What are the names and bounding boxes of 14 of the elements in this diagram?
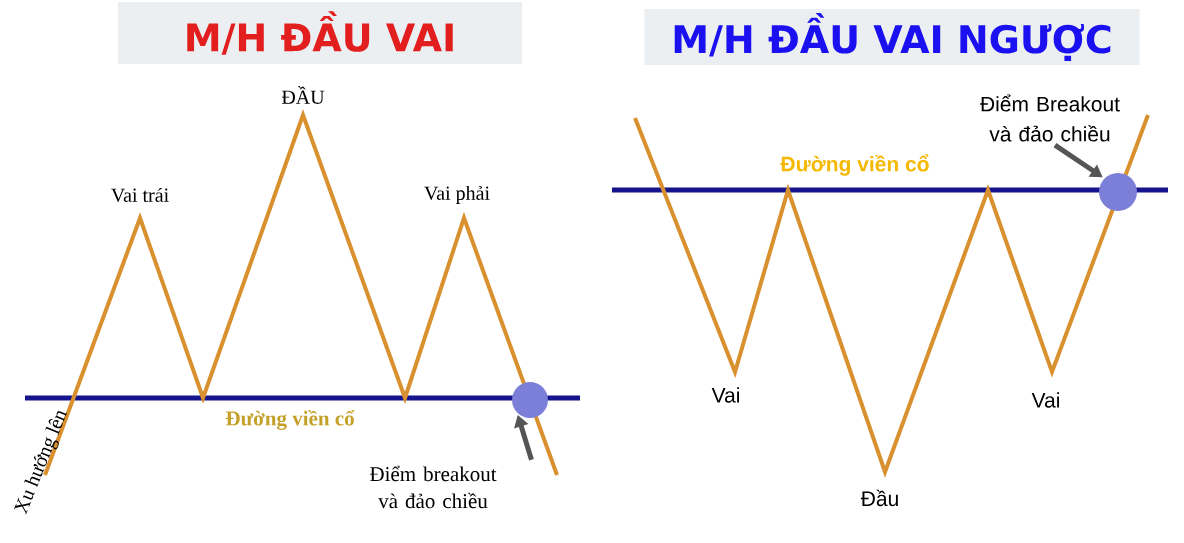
title-banner: M/H ĐẦU VAI — [118, 2, 522, 64]
label: Vai phải — [424, 185, 490, 205]
annotation-text: Điểm Breakout và đảo chiều — [980, 94, 1120, 142]
neckline-label: Đường viền cổ — [780, 154, 929, 176]
breakout-point — [512, 382, 548, 418]
label: Vai trái — [111, 187, 169, 203]
annotation-text: Điểm breakout và đảo chiều — [370, 465, 497, 509]
label: ĐẦU — [281, 86, 325, 104]
label: Đầu — [860, 489, 898, 507]
neckline-label: Đường viền cổ — [225, 410, 355, 430]
label: Vai — [711, 387, 739, 403]
label: Vai — [1031, 392, 1059, 408]
title-banner: M/H ĐẦU VAI NGƯỢC — [644, 9, 1140, 65]
breakout-point — [1099, 173, 1137, 211]
